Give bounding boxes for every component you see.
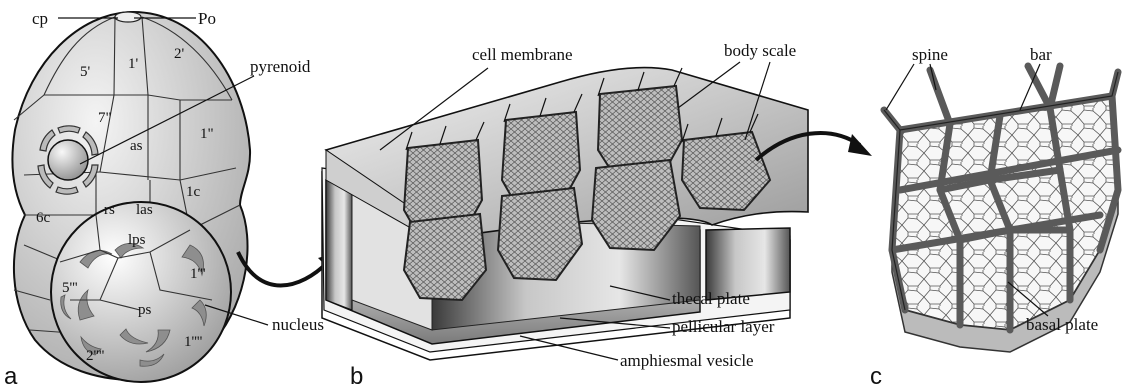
panel-label-c: c bbox=[870, 363, 882, 389]
leader-spine-1 bbox=[886, 64, 914, 110]
plate-7dprime: 7" bbox=[98, 110, 112, 126]
plate-ps: ps bbox=[138, 302, 152, 318]
panel-label-b: b bbox=[350, 363, 363, 389]
plate-2prime: 2' bbox=[174, 46, 185, 62]
plate-5tprime: 5''' bbox=[62, 280, 78, 296]
plate-1dprime: 1" bbox=[200, 126, 214, 142]
nucleus bbox=[51, 202, 231, 382]
plate-las: las bbox=[136, 202, 153, 218]
label-po: Po bbox=[198, 9, 216, 28]
block-side bbox=[326, 180, 352, 310]
plate-1tprime: 1''' bbox=[190, 266, 206, 282]
plate-6c: 6c bbox=[36, 210, 51, 226]
label-pellicular-layer: pellicular layer bbox=[672, 317, 775, 336]
label-basal-plate: basal plate bbox=[1026, 315, 1098, 334]
cell-diagram: 5' 1' 2' 7" as 1" 6c rs las 1c lps 5''' … bbox=[12, 9, 323, 382]
panel-label-a: a bbox=[4, 363, 18, 389]
arrowhead-b-to-c bbox=[848, 134, 872, 156]
label-amphiesmal-vesicle: amphiesmal vesicle bbox=[620, 351, 754, 370]
plate-rs: rs bbox=[104, 202, 115, 218]
apical-pore bbox=[115, 12, 141, 22]
label-body-scale: body scale bbox=[724, 41, 796, 60]
plate-lps: lps bbox=[128, 232, 146, 248]
label-spine: spine bbox=[912, 45, 948, 64]
plate-as: as bbox=[130, 138, 143, 154]
label-cell-membrane: cell membrane bbox=[472, 45, 573, 64]
amphiesma-diagram: cell membrane body scale thecal plate pe… bbox=[322, 41, 808, 370]
label-pyrenoid: pyrenoid bbox=[250, 57, 311, 76]
label-nucleus: nucleus bbox=[272, 315, 324, 334]
plate-1qprime: 1'''' bbox=[184, 334, 203, 350]
arrow-a-to-b bbox=[238, 252, 328, 286]
label-thecal-plate: thecal plate bbox=[672, 289, 750, 308]
pyrenoid bbox=[48, 140, 88, 180]
plate-1prime: 1' bbox=[128, 56, 139, 72]
scale-diagram: spine bar basal plate bbox=[884, 45, 1118, 352]
label-bar: bar bbox=[1030, 45, 1052, 64]
plate-1c: 1c bbox=[186, 184, 201, 200]
label-cp: cp bbox=[32, 9, 48, 28]
plate-5prime: 5' bbox=[80, 64, 91, 80]
plate-2qprime: 2'''' bbox=[86, 348, 105, 364]
